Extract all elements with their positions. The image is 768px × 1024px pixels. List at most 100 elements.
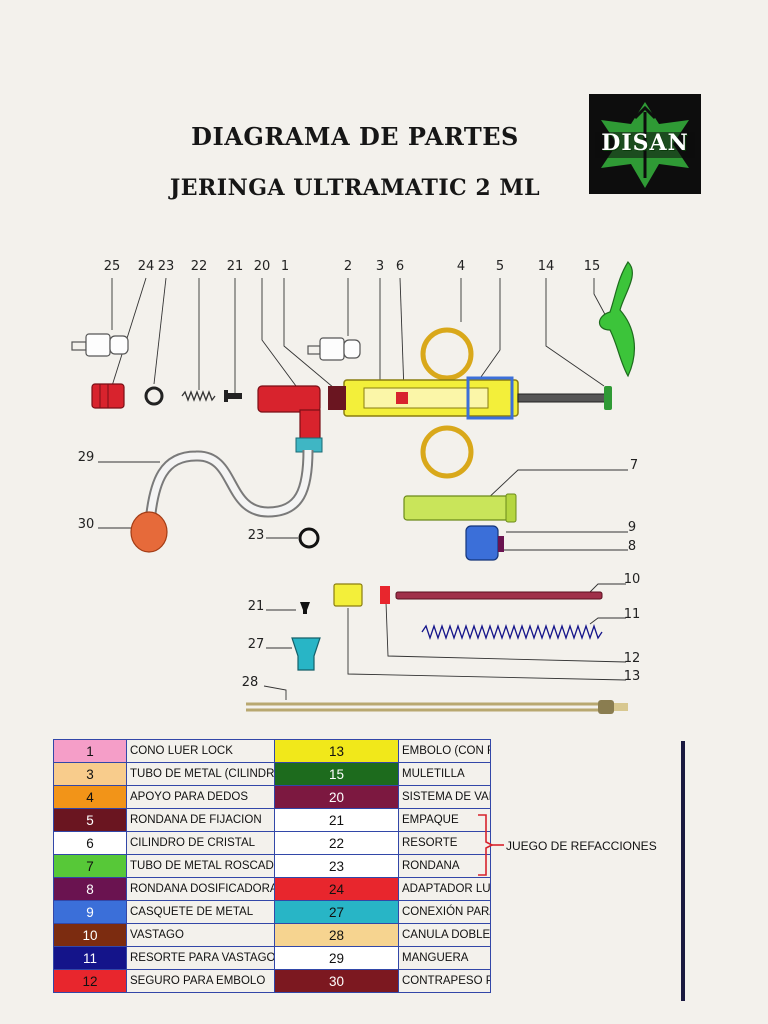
callout-label-27: 27 bbox=[248, 637, 265, 652]
callout-label-1: 1 bbox=[281, 259, 289, 274]
callout-label-21: 21 bbox=[227, 259, 244, 274]
legend-part-number: 30 bbox=[274, 969, 399, 993]
callout-label-2: 2 bbox=[344, 259, 352, 274]
callout-label-12: 12 bbox=[624, 651, 641, 666]
legend-part-name: RONDANA DOSIFICADORA bbox=[126, 877, 275, 901]
callout-label-25: 25 bbox=[104, 259, 121, 274]
legend-part-number: 24 bbox=[274, 877, 399, 901]
callout-label-22: 22 bbox=[191, 259, 208, 274]
callout-label-6: 6 bbox=[396, 259, 404, 274]
legend-part-number: 3 bbox=[53, 762, 127, 786]
disan-logo: DISAN bbox=[589, 94, 701, 194]
legend-part-name: RESORTE PARA VASTAGO bbox=[126, 946, 275, 970]
callout-line-11 bbox=[589, 617, 626, 625]
part-25-cap bbox=[71, 333, 129, 357]
part-21-gasket-spare bbox=[300, 602, 310, 614]
callout-line-5 bbox=[475, 278, 501, 385]
callout-line-1 bbox=[283, 278, 335, 389]
refacciones-bracket bbox=[478, 814, 504, 876]
refacciones-label: JUEGO DE REFACCIONES bbox=[506, 839, 657, 853]
part-7-threaded-tube bbox=[403, 493, 517, 523]
callout-line-15 bbox=[593, 278, 609, 321]
part-21-gasket bbox=[224, 390, 242, 402]
legend-part-name: EMBOLO (CON RETEN) bbox=[398, 739, 491, 763]
legend-part-number: 5 bbox=[53, 808, 127, 832]
legend-part-name: SISTEMA DE VALVULA COMPLETO bbox=[398, 785, 491, 809]
part-15-handle bbox=[598, 261, 635, 378]
part-28-double-cannula bbox=[246, 700, 628, 714]
callout-label-21: 21 bbox=[248, 599, 265, 614]
legend-part-name: RONDANA bbox=[398, 854, 491, 878]
callout-label-7: 7 bbox=[630, 458, 638, 473]
legend-part-number: 27 bbox=[274, 900, 399, 924]
part-13-plunger bbox=[333, 583, 363, 607]
callout-label-11: 11 bbox=[624, 607, 641, 622]
legend-part-number: 6 bbox=[53, 831, 127, 855]
legend-part-number: 15 bbox=[274, 762, 399, 786]
legend-part-number: 29 bbox=[274, 946, 399, 970]
callout-line-12 bbox=[385, 601, 627, 663]
legend-part-number: 9 bbox=[53, 900, 127, 924]
callout-line-13 bbox=[347, 608, 627, 681]
legend-part-number: 22 bbox=[274, 831, 399, 855]
legend-part-number: 8 bbox=[53, 877, 127, 901]
part-27-hose-connector bbox=[291, 637, 321, 671]
legend-part-number: 20 bbox=[274, 785, 399, 809]
callout-label-15: 15 bbox=[584, 259, 601, 274]
legend-part-name: MULETILLA bbox=[398, 762, 491, 786]
page-subtitle: JERINGA ULTRAMATIC 2 ML bbox=[169, 175, 541, 201]
legend-part-name: MANGUERA bbox=[398, 946, 491, 970]
table-edge bbox=[681, 741, 685, 1001]
legend-part-number: 12 bbox=[53, 969, 127, 993]
page-title: DIAGRAMA DE PARTES bbox=[191, 122, 519, 151]
part-11-rod-spring bbox=[421, 623, 603, 641]
callout-label-5: 5 bbox=[496, 259, 504, 274]
legend-part-number: 23 bbox=[274, 854, 399, 878]
part-10-rod bbox=[395, 591, 603, 600]
part-12-plunger-lock bbox=[380, 586, 390, 604]
part-20-valve-system bbox=[257, 385, 323, 453]
callout-line-28 bbox=[263, 685, 287, 700]
legend-part-number: 7 bbox=[53, 854, 127, 878]
callout-label-8: 8 bbox=[628, 539, 636, 554]
callout-line-23 bbox=[153, 277, 167, 385]
legend-part-name: CONO LUER LOCK bbox=[126, 739, 275, 763]
callout-line-24 bbox=[111, 277, 147, 387]
legend-part-name: SEGURO PARA EMBOLO bbox=[126, 969, 275, 993]
callout-label-23: 23 bbox=[248, 528, 265, 543]
callout-line-20 bbox=[261, 278, 297, 387]
legend-part-name: CANULA DOBLE bbox=[398, 923, 491, 947]
legend-part-number: 1 bbox=[53, 739, 127, 763]
legend-part-number: 13 bbox=[274, 739, 399, 763]
part-4-finger-rests bbox=[420, 327, 474, 479]
part-24-luer-adapter bbox=[91, 383, 125, 409]
callout-label-23: 23 bbox=[158, 259, 175, 274]
part-23-ring-spare bbox=[298, 527, 320, 549]
legend-part-name: ADAPTADOR LUER LOCK bbox=[398, 877, 491, 901]
part-22-spring bbox=[181, 390, 216, 402]
callout-label-24: 24 bbox=[138, 259, 155, 274]
callout-label-20: 20 bbox=[254, 259, 271, 274]
legend-part-name: CILINDRO DE CRISTAL bbox=[126, 831, 275, 855]
legend-part-number: 10 bbox=[53, 923, 127, 947]
legend-part-name: TUBO DE METAL ROSCADO bbox=[126, 854, 275, 878]
callout-label-10: 10 bbox=[624, 572, 641, 587]
callout-label-30: 30 bbox=[78, 517, 95, 532]
legend-part-name: VASTAGO bbox=[126, 923, 275, 947]
part-3-metal-barrel bbox=[328, 376, 519, 420]
part-30-counterweight bbox=[130, 511, 168, 553]
legend-part-name: EMPAQUE bbox=[398, 808, 491, 832]
